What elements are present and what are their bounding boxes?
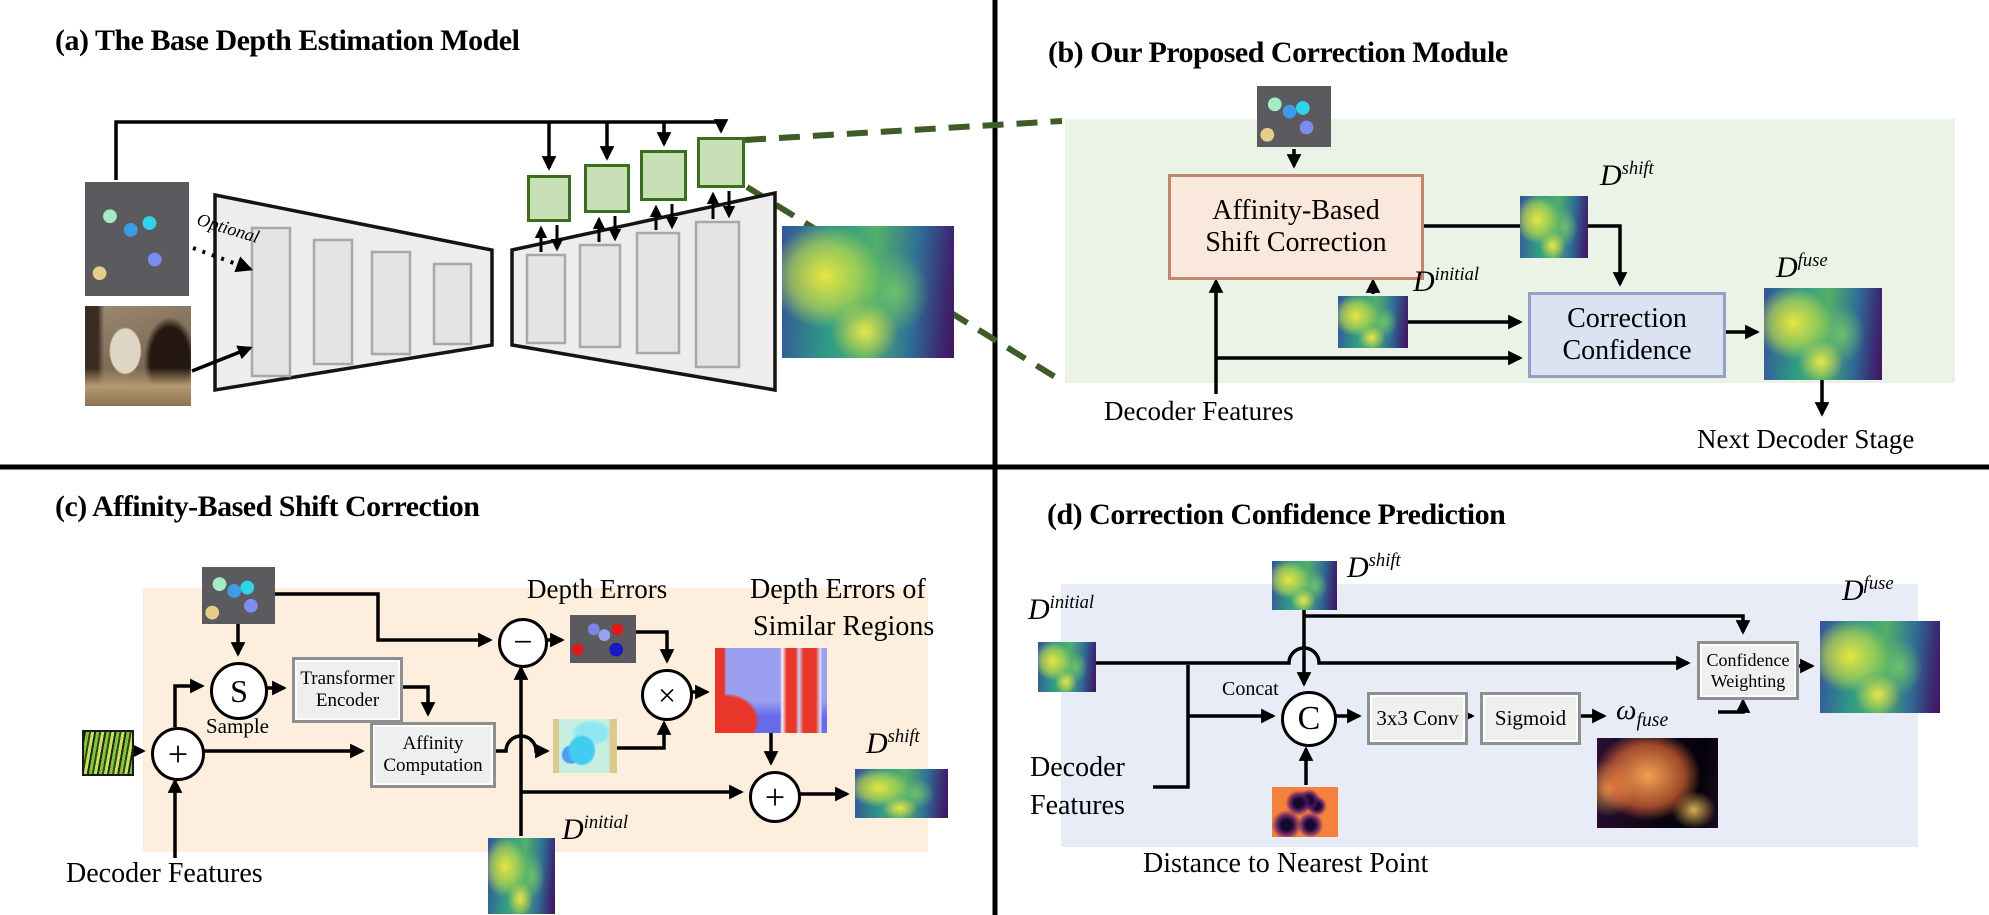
minus-op-circle: − bbox=[498, 618, 548, 668]
next-decoder-stage-label: Next Decoder Stage bbox=[1697, 424, 1915, 454]
confidence-weighting-box: Confidence Weighting bbox=[1697, 641, 1799, 700]
similar-region-errors-image bbox=[715, 648, 827, 733]
transformer-box-line1: Transformer bbox=[300, 668, 395, 690]
d-initial-label-c: Dinitial bbox=[562, 812, 629, 846]
affinity-box-line1: Affinity-Based bbox=[1212, 194, 1380, 226]
weighting-box-line2: Weighting bbox=[1710, 670, 1786, 691]
decoder-features-label-d-line1: Decoder bbox=[1030, 752, 1125, 783]
d-shift-label-c: Dshift bbox=[866, 726, 920, 760]
initial-depth-image-b bbox=[1338, 296, 1408, 348]
confidence-box-line2: Confidence bbox=[1562, 335, 1692, 366]
add-op-circle-left: + bbox=[151, 727, 205, 781]
similar-regions-label-line1: Depth Errors of bbox=[750, 574, 926, 605]
injector-block-1 bbox=[527, 175, 571, 222]
distance-label: Distance to Nearest Point bbox=[1143, 848, 1429, 879]
d-fuse-label-b: Dfuse bbox=[1776, 250, 1828, 284]
weighting-box-line1: Confidence bbox=[1706, 649, 1790, 670]
similar-regions-label-line2: Similar Regions bbox=[753, 611, 935, 642]
affinity-box-line2: Shift Correction bbox=[1205, 227, 1387, 258]
d-shift-label-b: Dshift bbox=[1600, 158, 1654, 192]
panel-c-connectors bbox=[130, 592, 850, 858]
decoder-features-label-b: Decoder Features bbox=[1104, 396, 1294, 426]
conv-box: 3x3 Conv bbox=[1367, 692, 1468, 745]
panel-b-title: (b) Our Proposed Correction Module bbox=[1048, 36, 1508, 69]
shift-depth-image-c bbox=[855, 769, 948, 818]
initial-depth-image-c bbox=[488, 838, 555, 914]
panel-d-connectors bbox=[1096, 610, 1815, 789]
omega-fuse-label: ωfuse bbox=[1616, 694, 1669, 731]
sigmoid-box: Sigmoid bbox=[1480, 692, 1581, 745]
injector-block-3 bbox=[640, 150, 687, 201]
panel-a-connectors bbox=[114, 119, 736, 373]
affinity-computation-box: Affinity Computation bbox=[370, 722, 496, 788]
sparse-points-image-c bbox=[202, 567, 275, 624]
panel-b-connectors bbox=[1208, 149, 1830, 417]
shift-depth-image-b bbox=[1520, 196, 1588, 258]
affinity-computation-line2: Computation bbox=[383, 755, 483, 776]
concat-op-circle: C bbox=[1281, 691, 1337, 747]
depth-errors-image bbox=[570, 615, 636, 663]
panel-c-title: (c) Affinity-Based Shift Correction bbox=[55, 490, 480, 523]
fuse-depth-image-b bbox=[1764, 288, 1882, 380]
injector-block-4 bbox=[697, 137, 745, 188]
d-initial-label-b: Dinitial bbox=[1413, 264, 1480, 298]
panel-a-title: (a) The Base Depth Estimation Model bbox=[55, 24, 520, 57]
encoder-decoder-shapes bbox=[213, 190, 777, 393]
confidence-map-image bbox=[1597, 738, 1718, 828]
concat-label: Concat bbox=[1222, 678, 1279, 700]
d-initial-label-d: Dinitial bbox=[1028, 592, 1095, 626]
fuse-depth-image-d bbox=[1820, 621, 1940, 713]
decoder-features-label-d-line2: Features bbox=[1030, 790, 1125, 821]
output-depth-image-a bbox=[782, 226, 954, 358]
initial-depth-image-d bbox=[1038, 642, 1096, 692]
rgb-input-image bbox=[85, 306, 191, 406]
transformer-box-line2: Encoder bbox=[315, 690, 380, 711]
add-op-circle-right: + bbox=[749, 771, 801, 823]
multiply-op-circle: × bbox=[641, 669, 693, 721]
transformer-encoder-box: Transformer Encoder bbox=[292, 657, 403, 723]
sparse-points-image-b bbox=[1257, 86, 1331, 147]
sample-label: Sample bbox=[206, 714, 269, 738]
d-fuse-label-d: Dfuse bbox=[1842, 573, 1894, 607]
decoder-features-label-c: Decoder Features bbox=[66, 858, 263, 889]
distance-map-image bbox=[1272, 787, 1338, 837]
affinity-map-image bbox=[553, 719, 617, 773]
affinity-computation-line1: Affinity bbox=[402, 733, 464, 755]
panel-d-title: (d) Correction Confidence Prediction bbox=[1047, 498, 1506, 531]
d-shift-label-d: Dshift bbox=[1347, 550, 1401, 584]
affinity-shift-correction-box: Affinity-Based Shift Correction bbox=[1168, 174, 1424, 280]
injector-block-2 bbox=[584, 164, 630, 213]
optional-dotted-arrow bbox=[192, 246, 254, 273]
confidence-box-line1: Correction bbox=[1567, 302, 1687, 334]
sample-op-circle: S bbox=[210, 662, 268, 720]
sparse-points-image-a bbox=[85, 182, 189, 296]
shift-depth-image-d bbox=[1272, 561, 1337, 610]
decoder-feature-map-image bbox=[78, 726, 134, 776]
depth-errors-label: Depth Errors bbox=[527, 574, 668, 604]
correction-confidence-box: Correction Confidence bbox=[1528, 292, 1726, 378]
